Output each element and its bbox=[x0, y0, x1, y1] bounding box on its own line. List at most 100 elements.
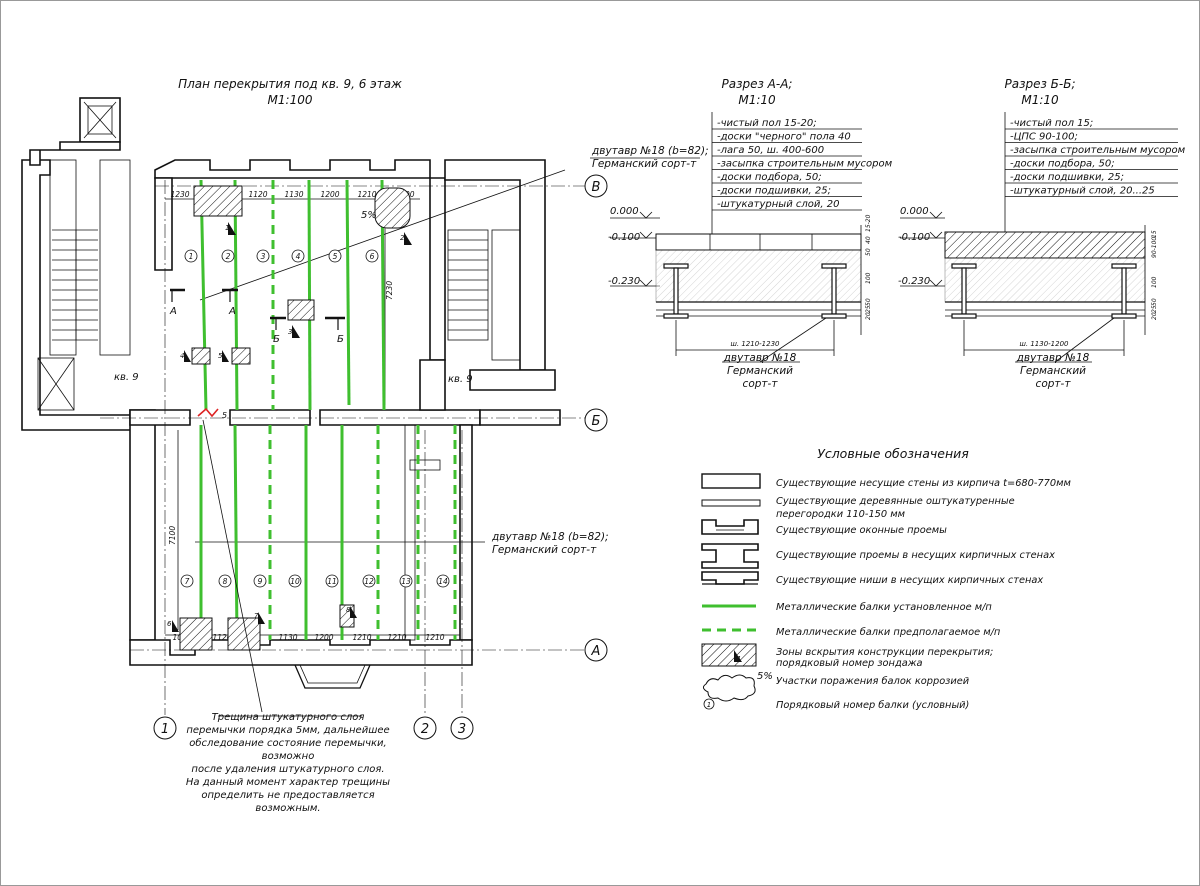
beam-note-top-line2: Германский сорт-т bbox=[592, 158, 697, 170]
section-bb-vdim: 90-100 bbox=[1151, 237, 1158, 258]
aa-level-0: 0.000 bbox=[610, 206, 639, 217]
aa-level-1: -0.100 bbox=[608, 232, 640, 243]
section-bb-vdim: 20 bbox=[1151, 312, 1158, 320]
dim-bottom-6: 1210 bbox=[425, 633, 444, 642]
probe-number: 2 bbox=[400, 234, 405, 242]
dim-bottom-5: 1210 bbox=[387, 633, 406, 642]
section-aa-layer: -лага 50, ш. 400-600 bbox=[717, 145, 824, 156]
section-bb-layer: -чистый пол 15; bbox=[1010, 118, 1093, 129]
section-aa-layer: -доски "черного" пола 40 bbox=[717, 132, 851, 143]
section-bb-layer: -ЦПС 90-100; bbox=[1010, 132, 1078, 143]
section-bb-vdim: 100 bbox=[1151, 276, 1158, 288]
legend-item: Участки поражения балок коррозией bbox=[776, 675, 969, 687]
bb-beam-line1: двутавр №18 bbox=[1016, 352, 1090, 364]
beam-number-top: 5 bbox=[333, 252, 338, 261]
bb-level-2: -0.230 bbox=[898, 276, 930, 287]
section-bb-layer: -доски подбора, 50; bbox=[1010, 158, 1115, 170]
beam-number-bottom: 10 bbox=[290, 577, 300, 586]
beam-number-bubble bbox=[325, 574, 339, 588]
beam-number-top: 3 bbox=[261, 252, 266, 261]
beam-note-mid-line2: Германский сорт-т bbox=[492, 544, 597, 556]
dim-top-5: 1210 bbox=[357, 190, 376, 199]
beam-number-bubble bbox=[365, 249, 379, 263]
bb-level-0: 0.000 bbox=[900, 206, 929, 217]
section-aa-vdim: 40 bbox=[865, 236, 872, 244]
probe-number: 5 bbox=[218, 352, 223, 360]
right-stairwell bbox=[447, 229, 521, 361]
beam-number-top: 1 bbox=[189, 252, 194, 261]
svg-text:А: А bbox=[591, 644, 601, 659]
plan-scale: М1:100 bbox=[268, 93, 313, 107]
section-aa-vdim: 15-20 bbox=[865, 214, 872, 232]
crack-note-line: определить не предоставляется bbox=[201, 790, 374, 801]
crack-note-line: возможно bbox=[262, 751, 315, 762]
beam-number-bubble bbox=[180, 574, 194, 588]
beam-number-bottom: 9 bbox=[258, 577, 263, 586]
legend-item: порядковый номер зондажа bbox=[776, 658, 923, 669]
corrosion-percent: 5% bbox=[361, 210, 377, 221]
crack-note-line: На данный момент характер трещины bbox=[186, 777, 390, 788]
bb-beam-line2: Германский bbox=[1020, 365, 1086, 377]
beam-number-bubble bbox=[256, 249, 270, 263]
beams-assumed bbox=[268, 180, 457, 640]
svg-text:2: 2 bbox=[421, 722, 429, 737]
dim-bottom-3: 1200 bbox=[314, 633, 333, 642]
beam-number-bubble bbox=[184, 249, 198, 263]
dim-top-4: 1200 bbox=[320, 190, 339, 199]
crack-mark: 5 bbox=[197, 407, 263, 713]
beam-number-bubble bbox=[362, 574, 376, 588]
legend-beam-number: 1 bbox=[707, 701, 711, 709]
svg-text:1: 1 bbox=[161, 722, 169, 737]
section-aa-vdim: 50 bbox=[865, 248, 872, 256]
section-aa-drawing bbox=[610, 211, 862, 363]
beam-number-top: 6 bbox=[370, 252, 375, 261]
beam-number-bubble bbox=[328, 249, 342, 263]
legend-items: Существующие несущие стены из кирпича t=… bbox=[776, 478, 1072, 711]
section-aa-layer: -доски подшивки, 25; bbox=[717, 186, 831, 197]
section-bb-scale: М1:10 bbox=[1021, 93, 1059, 107]
aa-level-2: -0.230 bbox=[608, 276, 640, 287]
beam-note-top-line1: двутавр №18 (b=82); bbox=[591, 145, 709, 157]
beam-number-bottom: 12 bbox=[364, 577, 374, 586]
svg-text:Б: Б bbox=[592, 414, 601, 429]
beam-number-bubble bbox=[253, 574, 267, 588]
beam-number-bottom: 8 bbox=[223, 577, 228, 586]
crack-note-line: Трещина штукатурного слоя bbox=[212, 712, 365, 723]
crack-note-line: обследование состояние перемычки, bbox=[189, 737, 386, 749]
legend-item: Существующие проемы в несущих кирпичных … bbox=[776, 550, 1055, 561]
beam-note-mid-line1: двутавр №18 (b=82); bbox=[491, 531, 609, 543]
dim-top-0: 1230 bbox=[170, 190, 189, 199]
section-mark-b-left: Б bbox=[273, 334, 280, 345]
dim-top-2: 1120 bbox=[248, 190, 267, 199]
aa-width: ш. 1210-1230 bbox=[730, 340, 780, 348]
axis-bubble-A: А bbox=[584, 638, 608, 662]
dim-vertical-bottom: 7100 bbox=[168, 526, 177, 545]
legend-title: Условные обозначения bbox=[817, 446, 969, 461]
legend-item: Существующие несущие стены из кирпича t=… bbox=[776, 478, 1072, 489]
legend-item: Металлические балки предполагаемое м/п bbox=[776, 626, 1001, 638]
probe-number: 1 bbox=[225, 224, 229, 232]
probe-number: 7 bbox=[254, 612, 259, 620]
section-aa-vdim: 20 bbox=[865, 312, 872, 320]
axis-bubble-2: 2 bbox=[413, 716, 437, 740]
aa-beam-line2: Германский bbox=[727, 365, 793, 377]
section-aa-vdim: 100 bbox=[865, 272, 872, 284]
section-aa-vdim: 50 bbox=[865, 298, 872, 306]
aa-beam-line3: сорт-т bbox=[743, 378, 779, 390]
axis-bubble-1: 1 bbox=[153, 716, 177, 740]
probe-number: 4 bbox=[180, 352, 184, 360]
apartment-label-left: кв. 9 bbox=[114, 372, 139, 383]
beam-number-bottom: 13 bbox=[401, 577, 411, 586]
section-bb-layer: -доски подшивки, 25; bbox=[1010, 172, 1124, 183]
beam-number-bubble bbox=[291, 249, 305, 263]
section-cuts bbox=[170, 288, 345, 330]
legend-item: Существующие деревянные оштукатуренные bbox=[776, 496, 1015, 507]
section-aa-layers: -чистый пол 15-20;-доски "черного" пола … bbox=[712, 118, 893, 211]
section-bb-vdim: 50 bbox=[1151, 298, 1158, 306]
section-bb-layer: -засыпка строительным мусором bbox=[1010, 145, 1186, 156]
